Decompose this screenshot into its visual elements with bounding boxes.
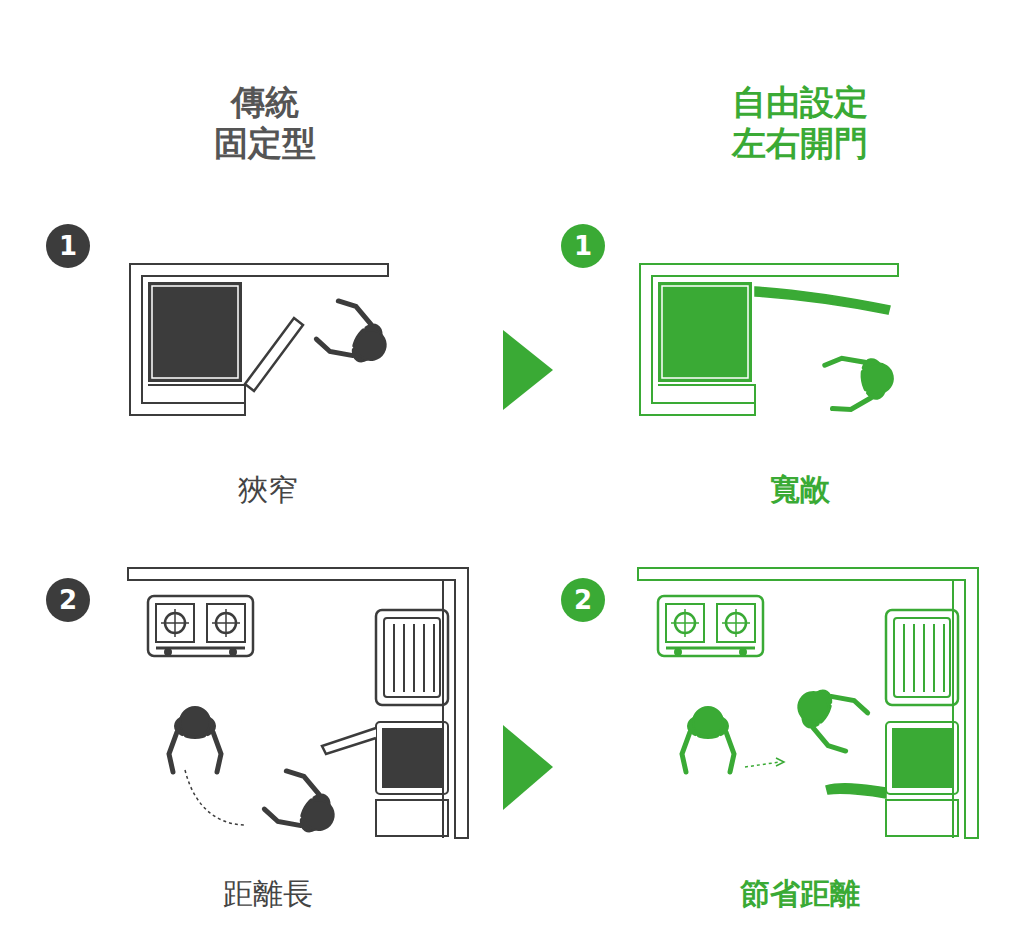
caption-label: 寬敞	[770, 472, 830, 508]
callout-text: 1	[59, 233, 77, 259]
column-heading: 傳統 固定型	[214, 82, 316, 164]
caption-label: 狹窄	[238, 472, 298, 508]
caption-label: 距離長	[223, 876, 313, 912]
callout-number: 1	[46, 224, 90, 268]
column-heading: 自由設定 左右開門	[732, 82, 868, 164]
callout-text: 2	[59, 587, 77, 613]
callout-number: 2	[46, 578, 90, 622]
callout-text: 2	[574, 587, 592, 613]
callout-number: 1	[561, 224, 605, 268]
callout-number: 2	[561, 578, 605, 622]
caption-label: 節省距離	[740, 876, 860, 912]
callout-text: 1	[574, 233, 592, 259]
